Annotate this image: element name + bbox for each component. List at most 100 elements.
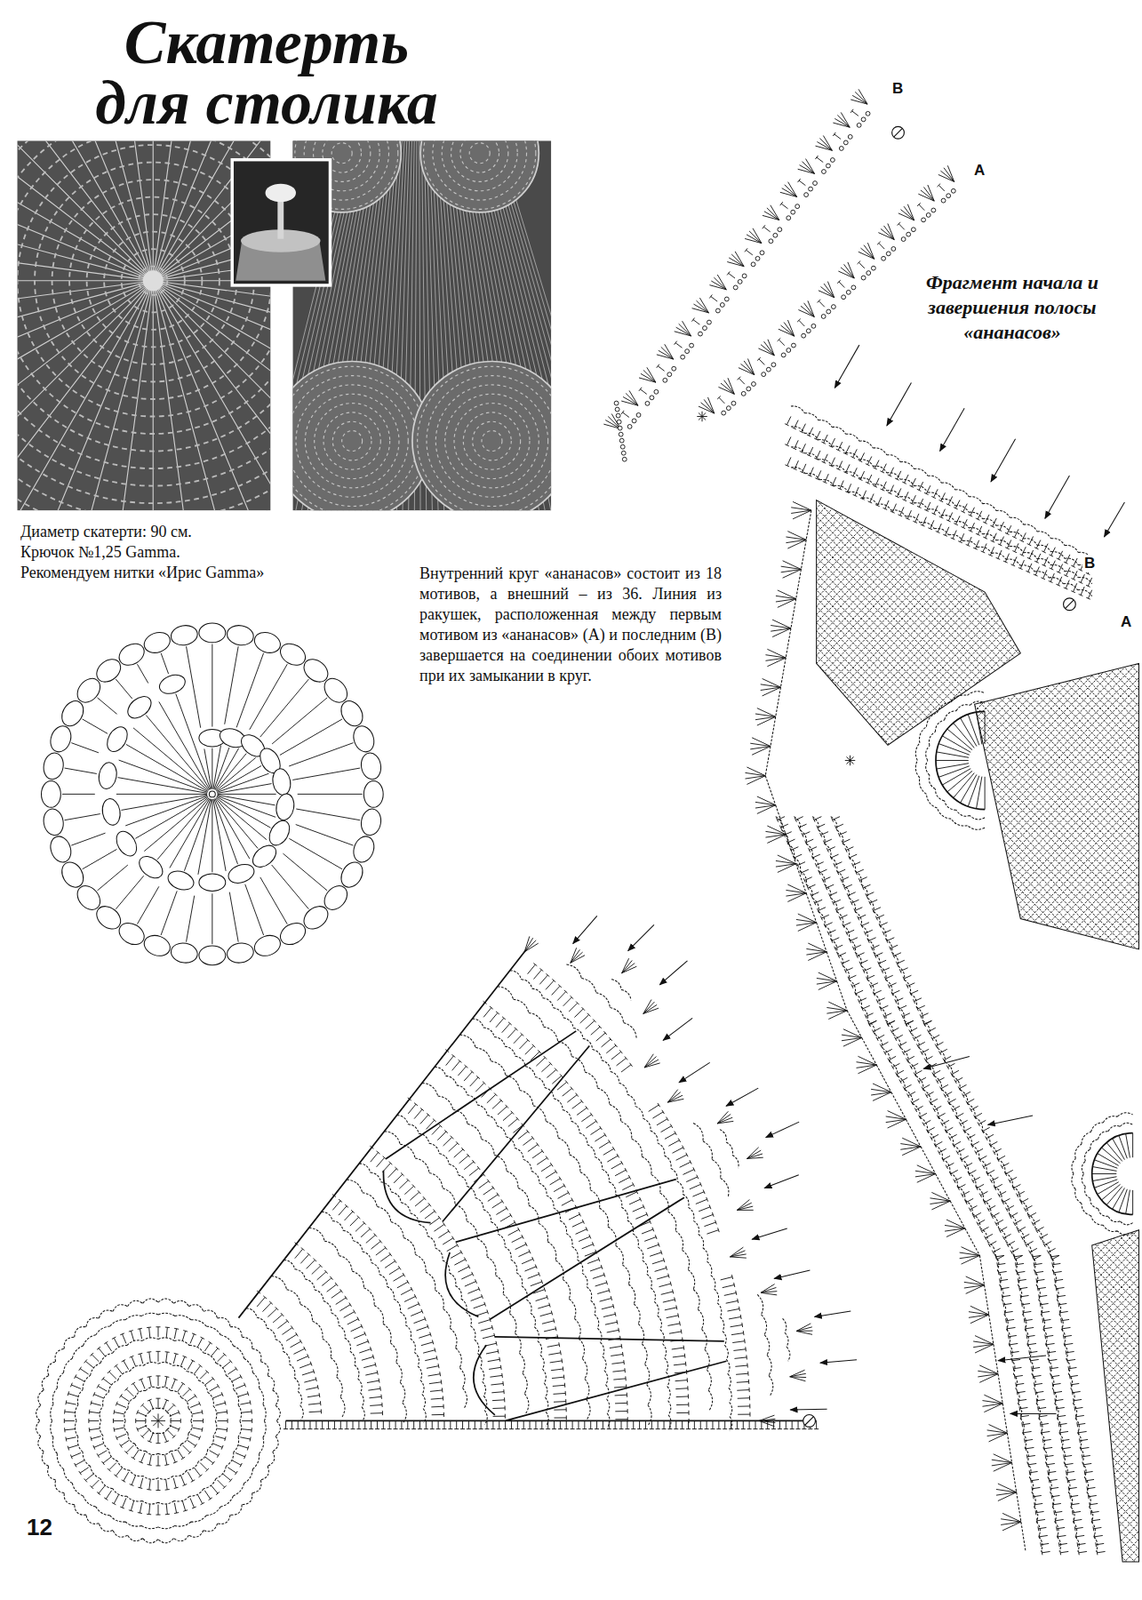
- lace-ring: [103, 231, 202, 330]
- pineapple-ring: [463, 412, 520, 470]
- outer-motif-oval: [350, 723, 378, 756]
- direction-arrow: [923, 1055, 970, 1069]
- lace-ring: [87, 214, 220, 347]
- direction-arrow: [726, 1087, 759, 1106]
- outer-motif-oval: [41, 806, 66, 837]
- fasten-off-slash: [805, 1416, 814, 1425]
- inner-motif-oval: [274, 791, 296, 822]
- lace-ring: [52, 179, 255, 382]
- motif-letter: В: [1082, 554, 1097, 573]
- pineapple-ring: [342, 431, 363, 452]
- spec-line: Рекомендуем нитки «Ирис Gamma»: [20, 563, 264, 583]
- lace-spokes: [17, 140, 272, 511]
- spec-line: Диаметр скатерти: 90 см.: [20, 522, 192, 542]
- outer-motif-oval: [141, 629, 174, 657]
- outer-motif-oval: [336, 696, 368, 730]
- outer-motif-oval: [57, 858, 88, 892]
- fragment-heading: Фрагмент начала и завершения полосы «ана…: [897, 270, 1127, 345]
- lace-ring: [17, 140, 272, 511]
- direction-arrow: [834, 344, 860, 388]
- outer-motif-oval: [115, 638, 149, 670]
- mesh-outline: [1092, 1229, 1140, 1562]
- inner-motif-oval: [103, 723, 132, 756]
- direction-arrow: [814, 1310, 851, 1317]
- outer-motif-oval: [141, 932, 174, 960]
- pineapple-ring: [445, 393, 540, 488]
- outer-motif-oval: [41, 780, 62, 807]
- lace-photo: [17, 140, 272, 511]
- inner-motif-oval: [165, 867, 197, 894]
- direction-arrow: [886, 383, 912, 426]
- lace-ring: [69, 197, 237, 365]
- direction-arrow: [628, 924, 655, 951]
- direction-arrow: [678, 1062, 711, 1083]
- lace-ring: [17, 140, 272, 511]
- lace-ring: [17, 140, 272, 486]
- pineapple-shape: [412, 360, 552, 511]
- fasten-off-symbol: [892, 126, 905, 139]
- direction-arrow: [766, 1121, 799, 1137]
- page-number: 12: [26, 1513, 53, 1542]
- outer-motif-oval: [225, 941, 256, 966]
- outer-motif-oval: [359, 750, 384, 781]
- direction-arrow: [573, 915, 598, 943]
- fasten-off-symbol: [1063, 598, 1077, 611]
- lace-center: [143, 270, 164, 291]
- pineapple-ring: [295, 384, 408, 497]
- direction-arrow: [1103, 502, 1125, 537]
- direction-arrow: [940, 407, 966, 451]
- pineapple-ring: [481, 431, 503, 452]
- outer-motif-oval: [276, 918, 310, 950]
- outer-motif-oval: [359, 806, 384, 837]
- motif-letter: В: [890, 79, 905, 98]
- inner-motif-oval: [96, 760, 119, 791]
- outer-motif-oval: [41, 750, 66, 781]
- outer-motif-oval: [47, 833, 75, 866]
- outer-motif-oval: [169, 622, 200, 647]
- direction-arrow: [774, 1269, 810, 1278]
- outer-motif-oval: [251, 629, 284, 657]
- pineapple-ring: [304, 393, 400, 488]
- pineapple-ring: [441, 140, 518, 191]
- inner-motif-oval: [265, 816, 295, 849]
- inner-motif-oval: [157, 671, 189, 698]
- pineapple-ring: [423, 140, 536, 209]
- lamp-shade: [265, 183, 296, 203]
- inner-motif-oval: [271, 766, 293, 797]
- outer-motif-oval: [225, 622, 256, 647]
- direction-arrow: [764, 1174, 799, 1189]
- scheme-center: [208, 790, 216, 798]
- inner-motif-oval: [199, 873, 226, 892]
- chain-beads: [614, 111, 956, 462]
- pineapple-ring: [451, 140, 509, 182]
- fasten-off-slash: [1065, 599, 1074, 608]
- outer-motif-oval: [363, 780, 384, 807]
- inner-motif-oval: [135, 852, 167, 883]
- pineapple-ring: [332, 421, 372, 461]
- outer-motif-oval: [169, 941, 200, 966]
- pineapple-ring: [417, 366, 552, 511]
- lace-ring: [17, 140, 272, 504]
- lace-ring: [17, 140, 272, 469]
- inner-motif-oval: [100, 797, 122, 827]
- motif-outline: [238, 710, 1133, 1421]
- fasten-off-symbol: [803, 1414, 816, 1428]
- direction-arrow: [751, 1228, 788, 1239]
- lace-ring: [17, 140, 272, 511]
- mesh-outline: [974, 662, 1140, 950]
- page-title: Скатерть для столика: [91, 12, 442, 134]
- pineapple-ring: [469, 143, 490, 164]
- outer-motif-oval: [350, 833, 378, 866]
- direction-arrow: [988, 1115, 1034, 1125]
- pineapple-ring: [432, 140, 528, 200]
- outer-motif-oval: [199, 622, 226, 643]
- lace-ring: [17, 140, 272, 511]
- spec-line: Крючок №1,25 Gamma.: [20, 543, 181, 562]
- outer-motif-oval: [251, 932, 284, 960]
- direction-arrow: [998, 1355, 1047, 1361]
- direction-arrow: [1010, 1413, 1057, 1414]
- pineapple-shape: [293, 360, 432, 511]
- inset-border: [231, 158, 333, 288]
